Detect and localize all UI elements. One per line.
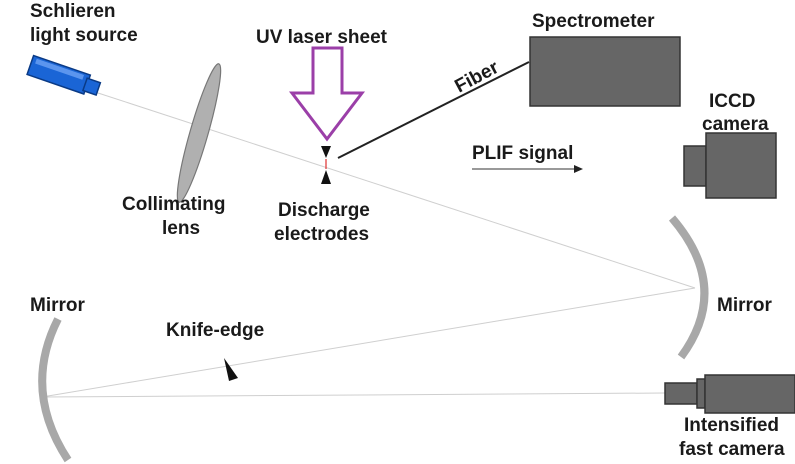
spectrometer-icon <box>529 36 681 107</box>
fast-camera-label-line2: fast camera <box>679 439 785 460</box>
discharge-electrodes-icon <box>321 146 331 184</box>
fiber-optic-cable <box>337 61 530 159</box>
iccd-label-line1: ICCD <box>709 91 755 112</box>
plif-signal-label: PLIF signal <box>472 143 573 164</box>
left-mirror-label: Mirror <box>30 295 86 316</box>
schlieren-source-label-line1: Schlieren <box>30 1 116 22</box>
collimating-lens-icon <box>176 63 222 203</box>
spectrometer-label: Spectrometer <box>532 11 655 32</box>
right-mirror-icon <box>668 215 709 360</box>
right-mirror-label: Mirror <box>717 295 773 316</box>
iccd-camera-icon <box>683 132 777 199</box>
beam-right-mirror-to-left-mirror <box>41 287 696 398</box>
iccd-label-line2: camera <box>702 114 769 135</box>
knife-edge-icon <box>224 358 238 381</box>
uv-laser-sheet-label: UV laser sheet <box>256 27 388 48</box>
collimating-lens-label-line1: Collimating <box>122 194 225 215</box>
fast-camera-label-line1: Intensified <box>684 415 779 436</box>
plif-signal-arrow-icon <box>472 165 583 173</box>
schlieren-source-label-line2: light source <box>30 25 138 46</box>
discharge-electrodes-label-line2: electrodes <box>274 224 369 245</box>
discharge-electrodes-label-line1: Discharge <box>278 200 370 221</box>
fiber-label: Fiber <box>451 57 502 98</box>
beam-left-mirror-to-fast-camera <box>41 392 666 398</box>
collimating-lens-label-line2: lens <box>162 218 200 239</box>
left-mirror-icon <box>38 317 72 463</box>
intensified-fast-camera-icon <box>664 374 795 414</box>
knife-edge-label: Knife-edge <box>166 320 264 341</box>
uv-laser-sheet-arrow-icon <box>288 46 366 142</box>
schlieren-light-source-icon <box>26 54 102 97</box>
